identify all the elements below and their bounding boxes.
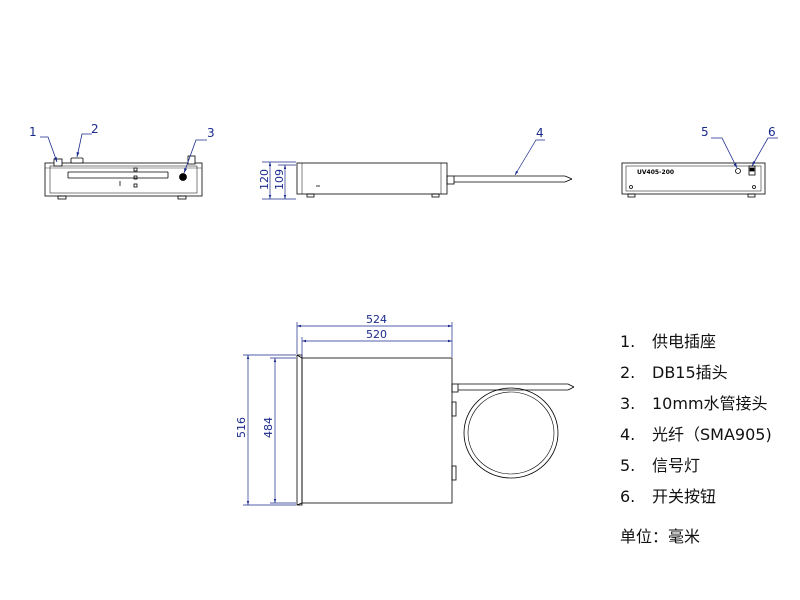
front-view xyxy=(44,155,203,200)
legend-item-water-fitting: 3. 10mm水管接头 xyxy=(620,388,772,419)
legend-text: 开关按钮 xyxy=(652,487,717,506)
dim-total-height: 120 xyxy=(258,169,271,190)
front-panel xyxy=(44,162,203,197)
front-panel-edge xyxy=(296,354,303,506)
legend-text: 光纤（SMA905) xyxy=(652,425,772,444)
legend-item-signal-light: 5. 信号灯 xyxy=(620,450,772,481)
legend-text: 信号灯 xyxy=(652,456,701,475)
legend-num: 1. xyxy=(620,332,636,351)
legend-text: DB15插头 xyxy=(652,363,728,382)
units-note: 单位：毫米 xyxy=(620,527,701,546)
rear-panel xyxy=(621,162,766,195)
legend-item-power-socket: 1. 供电插座 xyxy=(620,326,772,357)
top-body xyxy=(301,357,453,504)
rear-view xyxy=(621,162,766,198)
top-view xyxy=(296,354,575,506)
side-body xyxy=(296,162,448,195)
rear-model-label: UV405-200 xyxy=(637,169,674,176)
legend-num: 6. xyxy=(620,487,636,506)
callout-1: 1 xyxy=(29,125,37,139)
legend-item-db15: 2. DB15插头 xyxy=(620,357,772,388)
legend-num: 3. xyxy=(620,394,636,413)
dim-outer-depth: 516 xyxy=(235,417,248,438)
callout-2: 2 xyxy=(91,122,99,136)
legend-num: 5. xyxy=(620,456,636,475)
legend-num: 2. xyxy=(620,363,636,382)
dim-inner-width: 520 xyxy=(366,328,387,341)
top-dimensions xyxy=(243,322,453,506)
water-fitting xyxy=(179,173,187,181)
legend-num: 4. xyxy=(620,425,636,444)
rear-callouts xyxy=(711,137,778,169)
front-callouts xyxy=(40,133,207,174)
side-dimensions xyxy=(262,139,545,200)
fiber-coil xyxy=(463,387,559,479)
callout-5: 5 xyxy=(701,125,709,139)
callout-6: 6 xyxy=(768,125,776,139)
legend-text: 10mm水管接头 xyxy=(652,394,768,413)
callout-3: 3 xyxy=(207,126,215,140)
db15-connector xyxy=(70,157,84,164)
legend-text: 供电插座 xyxy=(652,332,717,351)
signal-light xyxy=(735,168,741,174)
parts-legend: 1.供电插座 2.DB15插头 3.10mm水管接头 4.光纤（SMA905) … xyxy=(620,326,772,512)
side-view xyxy=(296,162,573,198)
dim-outer-width: 524 xyxy=(366,313,387,326)
dim-body-height: 109 xyxy=(273,169,286,190)
power-socket xyxy=(53,158,63,167)
dim-inner-depth: 484 xyxy=(262,417,275,438)
legend-item-fiber: 4. 光纤（SMA905) xyxy=(620,419,772,450)
legend-item-switch: 6. 开关按钮 xyxy=(620,481,772,512)
callout-4: 4 xyxy=(536,126,544,140)
